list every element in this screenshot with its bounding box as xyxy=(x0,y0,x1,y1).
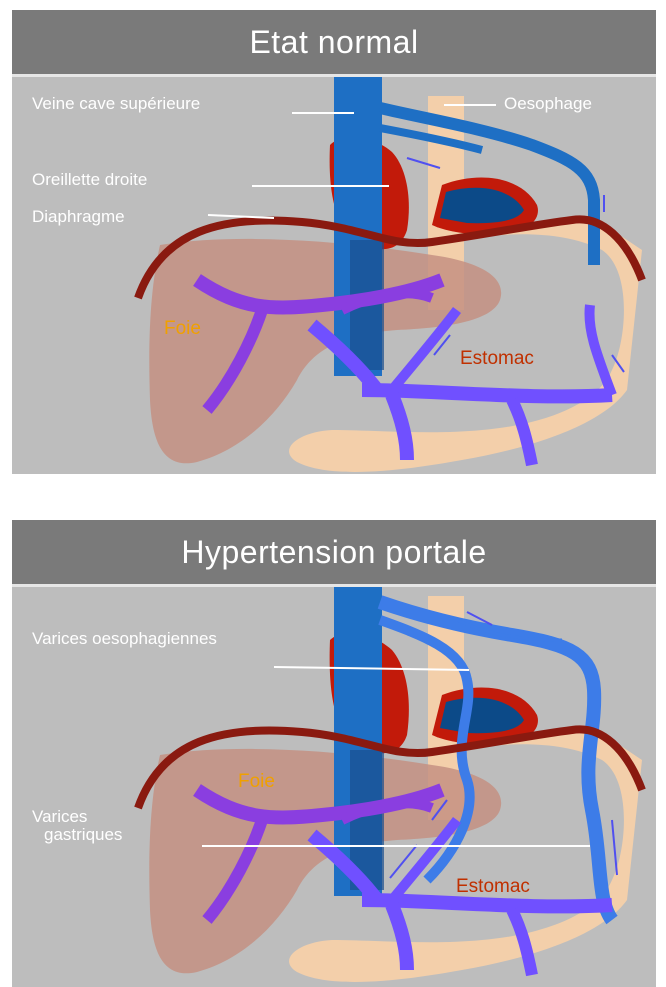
portal-hypertension-header: Hypertension portale xyxy=(12,520,656,587)
right-atrium-label: Oreillette droite xyxy=(32,170,147,190)
stomach-label: Estomac xyxy=(456,876,530,898)
stomach-label: Estomac xyxy=(460,348,534,370)
gastric-varices-label-line1: Varices xyxy=(32,807,87,827)
portal-hypertension-title: Hypertension portale xyxy=(12,534,656,570)
vena-cava-label: Veine cave supérieure xyxy=(32,94,200,114)
liver-label: Foie xyxy=(164,318,201,340)
normal-state-panel: Etat normal Veine cave supérieure Oesoph… xyxy=(12,10,656,474)
diaphragm-label: Diaphragme xyxy=(32,207,125,227)
normal-state-illustration xyxy=(12,10,656,474)
oesophagus-label: Oesophage xyxy=(504,94,592,114)
liver-shape xyxy=(149,239,501,463)
portal-hypertension-illustration xyxy=(12,520,656,987)
normal-state-header: Etat normal xyxy=(12,10,656,77)
gastric-varices-label-line2: gastriques xyxy=(44,825,122,845)
normal-state-title: Etat normal xyxy=(12,24,656,60)
portal-hypertension-panel: Hypertension portale Varices oesophagien… xyxy=(12,520,656,987)
oesophageal-varices-label: Varices oesophagiennes xyxy=(32,629,217,649)
liver-label: Foie xyxy=(238,771,275,793)
